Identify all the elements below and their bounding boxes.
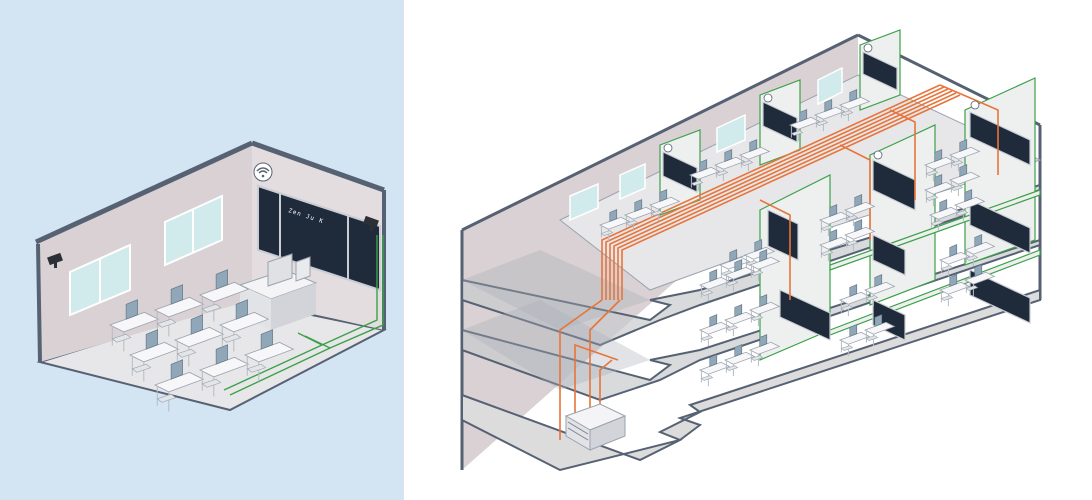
student-desk bbox=[813, 99, 846, 132]
student-desk bbox=[748, 249, 781, 282]
window-left bbox=[69, 243, 131, 317]
student-desk bbox=[938, 274, 971, 307]
student-desk bbox=[723, 304, 756, 337]
student-desk bbox=[723, 259, 756, 292]
student-desk bbox=[948, 139, 981, 172]
student-desk bbox=[818, 229, 851, 262]
wifi-icon bbox=[253, 162, 273, 182]
glass-panel bbox=[462, 250, 650, 330]
student-desk bbox=[153, 284, 205, 337]
blackboard: Zen Ju K bbox=[257, 184, 381, 292]
ground-floor-slab bbox=[461, 288, 1041, 472]
student-desk bbox=[963, 234, 996, 267]
student-desk bbox=[648, 189, 681, 222]
student-desk bbox=[698, 269, 731, 302]
student-desk bbox=[923, 149, 956, 182]
student-desk bbox=[698, 314, 731, 347]
floor-2-slab bbox=[461, 183, 1041, 347]
student-desk bbox=[923, 174, 956, 207]
student-desk bbox=[598, 209, 631, 242]
student-desk bbox=[948, 164, 981, 197]
student-desk bbox=[723, 344, 756, 377]
student-desk bbox=[688, 159, 721, 192]
student-desk bbox=[863, 314, 896, 347]
wifi-icon bbox=[663, 43, 980, 160]
student-desk bbox=[838, 284, 871, 317]
camera-icon bbox=[363, 215, 379, 231]
student-desk bbox=[838, 89, 871, 122]
student-desk bbox=[928, 199, 961, 232]
student-desk bbox=[738, 139, 771, 172]
floor-1-slab bbox=[461, 238, 1041, 402]
green-network-cable bbox=[223, 235, 384, 396]
student-desk bbox=[198, 344, 250, 397]
student-desk bbox=[843, 219, 876, 252]
classroom-illustration: Zen Ju K bbox=[34, 140, 387, 412]
student-desk bbox=[838, 324, 871, 357]
student-desk bbox=[788, 109, 821, 142]
camera-icon bbox=[47, 252, 63, 268]
student-desk bbox=[713, 149, 746, 182]
student-desk bbox=[623, 199, 656, 232]
student-desk bbox=[153, 359, 205, 412]
student-desk bbox=[963, 264, 996, 297]
student-desk bbox=[128, 329, 180, 382]
network-switch-icon bbox=[564, 403, 627, 451]
student-desk bbox=[748, 294, 781, 327]
window-middle bbox=[164, 194, 223, 267]
student-desks bbox=[108, 269, 295, 412]
student-desk bbox=[198, 269, 250, 322]
building-windows bbox=[569, 66, 843, 222]
student-desk bbox=[108, 299, 160, 352]
student-desk bbox=[843, 194, 876, 227]
orange-cable-bundle bbox=[559, 84, 999, 440]
student-desk bbox=[243, 329, 295, 382]
teacher-desk bbox=[238, 253, 318, 330]
student-desk bbox=[938, 244, 971, 277]
student-desk bbox=[953, 189, 986, 222]
student-desk bbox=[748, 334, 781, 367]
student-desk bbox=[818, 204, 851, 237]
student-desk bbox=[173, 314, 225, 367]
student-desk bbox=[698, 354, 731, 387]
student-desk bbox=[863, 274, 896, 307]
student-desk bbox=[218, 299, 270, 352]
